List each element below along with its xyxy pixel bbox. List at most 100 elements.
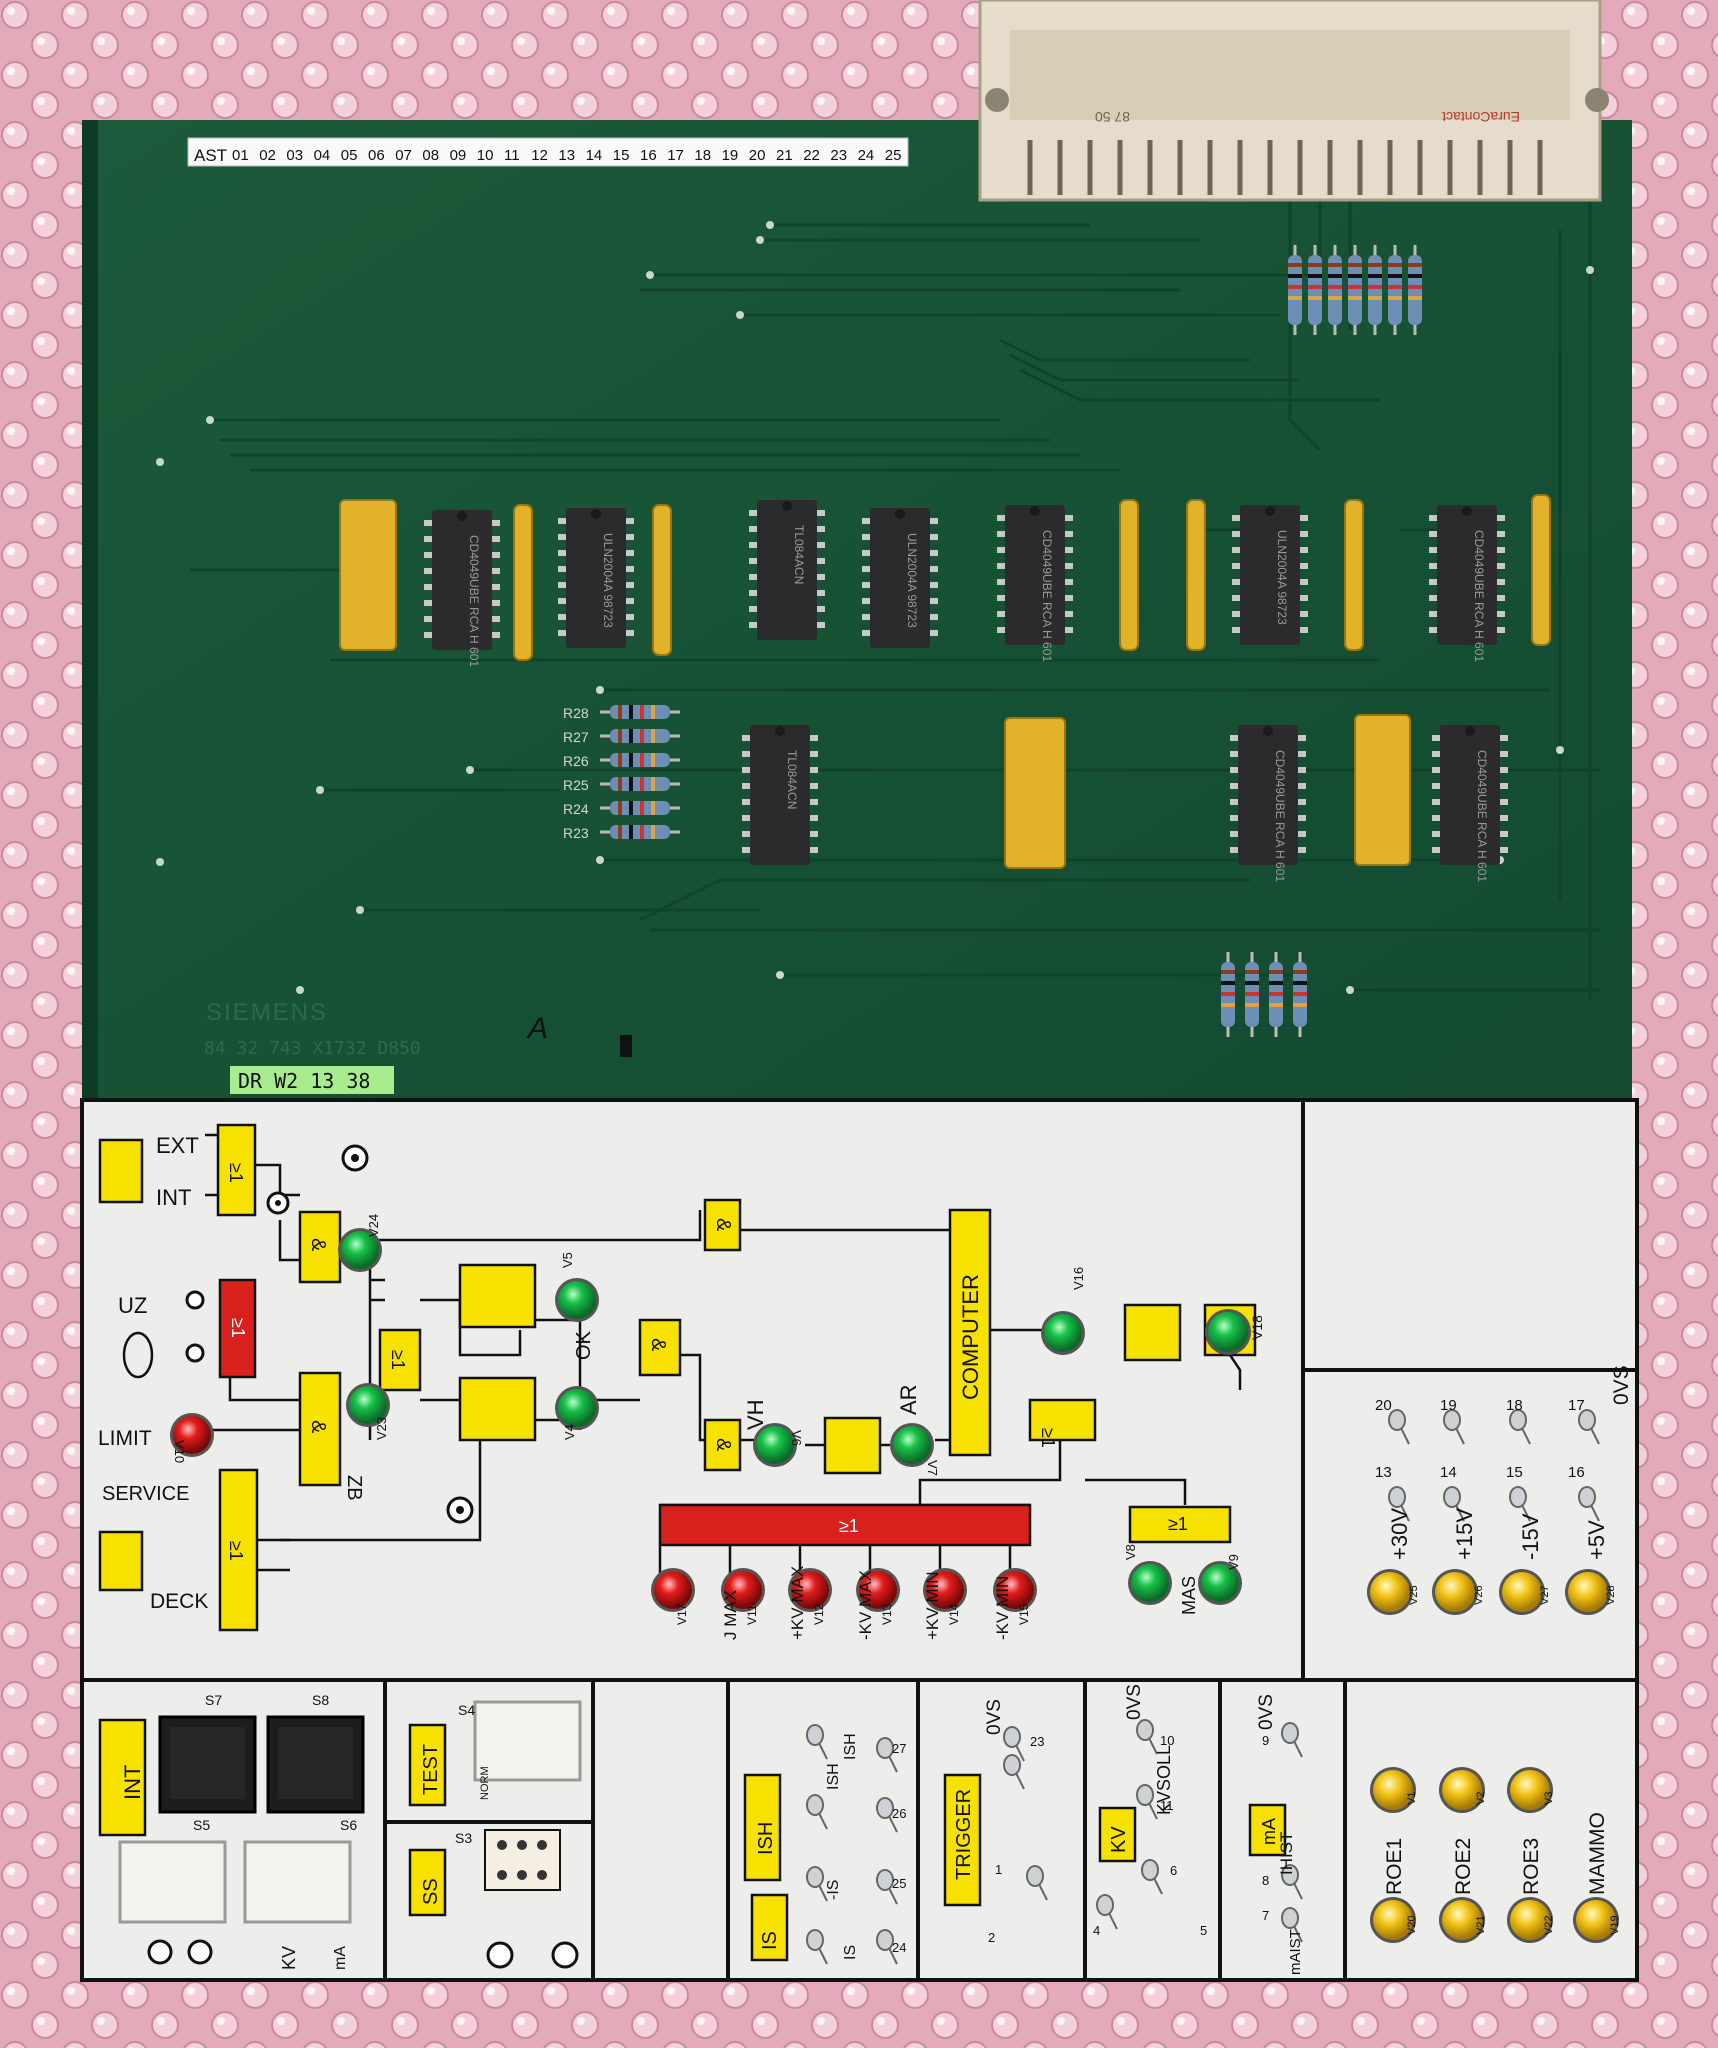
resistor bbox=[600, 825, 680, 839]
resistor bbox=[1388, 245, 1402, 335]
kv-pin: 6 bbox=[1170, 1863, 1177, 1878]
fault-label: -KV MAX bbox=[856, 1570, 875, 1640]
resistor bbox=[1245, 952, 1259, 1037]
test-pin bbox=[1578, 1486, 1600, 1522]
ish-label: ISH bbox=[825, 1763, 842, 1790]
led-tube-bottom bbox=[1507, 1897, 1553, 1943]
test-pin bbox=[1509, 1486, 1531, 1522]
supply-pin: 18 bbox=[1506, 1397, 1523, 1414]
slot-number: 01 bbox=[232, 147, 249, 164]
label-test: TEST bbox=[420, 1744, 442, 1795]
chip-label: TL084ACN bbox=[792, 525, 806, 584]
test-pin bbox=[1003, 1754, 1025, 1790]
test-pin bbox=[1578, 1409, 1600, 1445]
ma-ih-ist: IHIST bbox=[1277, 1832, 1296, 1875]
test-pin bbox=[876, 1737, 898, 1773]
id-v4: V4 bbox=[562, 1424, 577, 1440]
led-tube bbox=[1439, 1767, 1485, 1813]
slot-number: 07 bbox=[395, 147, 412, 164]
tube-bottom-id: V22 bbox=[1543, 1915, 1555, 1935]
resistor bbox=[1288, 245, 1302, 335]
led-v4 bbox=[555, 1386, 599, 1430]
fault-label: J MAX bbox=[721, 1590, 740, 1640]
label-vh: VH bbox=[743, 1399, 768, 1430]
fault-id: V14 bbox=[947, 1603, 961, 1625]
label-trigger: TRIGGER bbox=[953, 1789, 975, 1880]
test-pin bbox=[876, 1797, 898, 1833]
test-pin bbox=[1136, 1719, 1158, 1755]
supply-pin: 16 bbox=[1568, 1464, 1585, 1481]
fault-id: V17 bbox=[675, 1603, 689, 1625]
slot-number: 14 bbox=[586, 147, 603, 164]
led-v16 bbox=[1041, 1311, 1085, 1355]
slot-number: 11 bbox=[504, 147, 520, 164]
gate-and-label: & bbox=[307, 1420, 329, 1434]
tube-label: ROE1 bbox=[1383, 1838, 1406, 1895]
kv-soll: KVSOLL bbox=[1154, 1745, 1174, 1815]
siemens-logo: SIEMENS bbox=[206, 999, 328, 1026]
slot-number: 21 bbox=[776, 147, 793, 164]
tube-id: V1 bbox=[1406, 1792, 1418, 1805]
test-pin bbox=[1281, 1864, 1303, 1900]
resistor-label: R24 bbox=[563, 801, 589, 817]
led-supply bbox=[1432, 1569, 1478, 1615]
label-ma: mA bbox=[1259, 1818, 1279, 1845]
resistor bbox=[1328, 245, 1342, 335]
gate-or-label: ≥1 bbox=[226, 1541, 246, 1561]
led-tube-bottom bbox=[1439, 1897, 1485, 1943]
slot-number: 13 bbox=[558, 147, 575, 164]
ish-label: -IS bbox=[825, 1880, 842, 1900]
led-v9 bbox=[1198, 1561, 1242, 1605]
slot-number: 18 bbox=[694, 147, 711, 164]
supply-pin: 17 bbox=[1568, 1397, 1585, 1414]
slot-number: 02 bbox=[259, 147, 276, 164]
slot-number: 25 bbox=[885, 147, 902, 164]
led-v23 bbox=[346, 1383, 390, 1427]
label-ext: EXT bbox=[156, 1133, 199, 1158]
label-ovs: 0VS bbox=[1610, 1365, 1633, 1405]
id-v7: V7 bbox=[925, 1460, 940, 1476]
switch-s5-label: S5 bbox=[193, 1817, 210, 1833]
slot-number: 03 bbox=[286, 147, 303, 164]
led-v10 bbox=[170, 1413, 214, 1457]
resistor bbox=[1269, 952, 1283, 1037]
slot-number: 19 bbox=[722, 147, 739, 164]
chip-label: ULN2004A 98723 bbox=[905, 533, 919, 628]
label-norm: NORM bbox=[479, 1766, 491, 1800]
resistor bbox=[600, 777, 680, 791]
fault-bar bbox=[658, 1503, 1032, 1547]
resistor bbox=[1408, 245, 1422, 335]
kv-pin: 11 bbox=[1160, 1798, 1174, 1813]
led-fault bbox=[856, 1568, 900, 1612]
resistor bbox=[600, 801, 680, 815]
fault-id: V11 bbox=[745, 1604, 759, 1625]
led-tube-bottom bbox=[1573, 1897, 1619, 1943]
slot-number: 20 bbox=[749, 147, 766, 164]
rail-id: V25 bbox=[1408, 1585, 1420, 1605]
slot-number: 17 bbox=[667, 147, 684, 164]
gate-or-label: ≥1 bbox=[388, 1350, 408, 1370]
label-ma-switch: mA bbox=[332, 1946, 349, 1970]
ic-chip: CD4049UBE RCA H 601 bbox=[1432, 725, 1508, 882]
ma-pin: 9 bbox=[1262, 1733, 1269, 1748]
resistor-label: R28 bbox=[563, 705, 589, 721]
label-uz: UZ bbox=[118, 1293, 147, 1318]
supply-pin: 20 bbox=[1375, 1397, 1392, 1414]
rail-label: +30V bbox=[1387, 1508, 1412, 1560]
label-limit: LIMIT bbox=[98, 1427, 152, 1450]
ish-pin: 25 bbox=[892, 1876, 906, 1891]
supply-pin: 14 bbox=[1440, 1464, 1457, 1481]
resistor-label: R25 bbox=[563, 777, 589, 793]
switch-s6 bbox=[243, 1840, 352, 1924]
id-v16: V16 bbox=[1071, 1267, 1086, 1290]
fault-or-label: ≥1 bbox=[839, 1516, 859, 1536]
gate-or-deck bbox=[218, 1468, 259, 1632]
resistor-label: R23 bbox=[563, 825, 589, 841]
led-fault bbox=[721, 1568, 765, 1612]
id-v18: V18 bbox=[1249, 1315, 1265, 1340]
switch-s5 bbox=[118, 1840, 227, 1924]
chip-label: TL084ACN bbox=[785, 750, 799, 809]
supply-pin: 13 bbox=[1375, 1464, 1392, 1481]
switch-s8-label: S8 bbox=[312, 1692, 329, 1708]
resistor bbox=[600, 729, 680, 743]
